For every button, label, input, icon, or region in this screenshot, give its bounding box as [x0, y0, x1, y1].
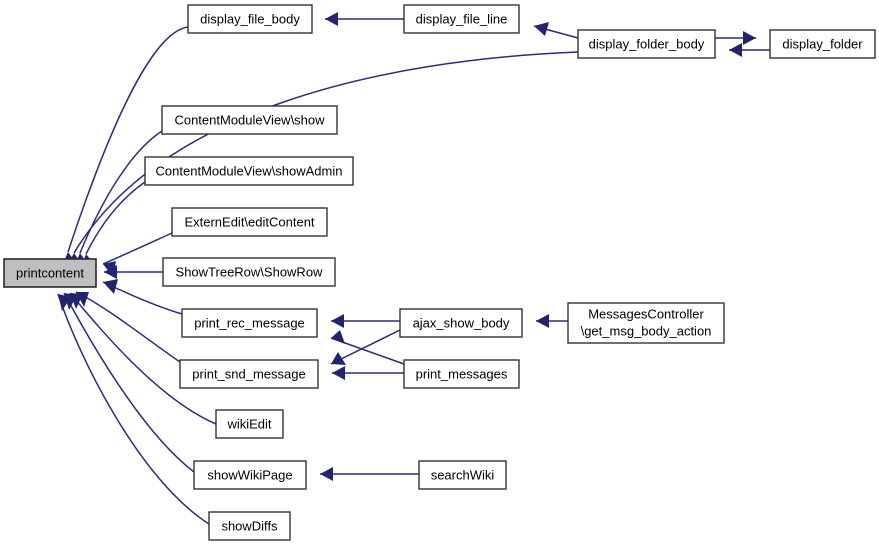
node-printcontent[interactable]: printcontent — [3, 258, 97, 288]
edge-searchwiki-to-showwikipage — [320, 467, 419, 481]
node-box[interactable] — [208, 511, 291, 541]
node-print_snd_message[interactable]: print_snd_message — [179, 359, 319, 389]
edge-print_snd_message-to-printcontent — [75, 291, 181, 363]
node-messagescontroller[interactable]: MessagesController\get_msg_body_action — [567, 302, 725, 344]
node-box[interactable] — [161, 105, 338, 135]
node-box[interactable] — [577, 29, 716, 59]
node-box[interactable] — [181, 308, 318, 338]
edge-display_file_line-to-display_file_body — [325, 12, 404, 26]
edge-display_folder_body-to-display_file_line — [533, 22, 579, 39]
node-box[interactable] — [399, 308, 523, 338]
edge-line — [102, 232, 173, 265]
arrowhead-icon — [58, 294, 71, 311]
edge-line — [67, 26, 189, 253]
arrowhead-icon — [331, 352, 346, 365]
node-box[interactable] — [403, 4, 520, 34]
arrowhead-icon — [331, 314, 344, 328]
node-searchwiki[interactable]: searchWiki — [418, 460, 507, 490]
edge-display_file_body-to-printcontent — [61, 26, 189, 268]
edge-line — [85, 181, 146, 255]
edge-line — [79, 130, 163, 254]
node-showwikipage[interactable]: showWikiPage — [193, 460, 307, 490]
node-display_folder[interactable]: display_folder — [769, 29, 876, 59]
node-display_file_line[interactable]: display_file_line — [403, 4, 520, 34]
node-showdiffs[interactable]: showDiffs — [208, 511, 291, 541]
edge-messagescontroller-to-ajax_show_body — [536, 314, 568, 328]
edge-display_folder-to-display_folder_body — [729, 43, 770, 57]
edge-showwikipage-to-printcontent — [63, 292, 195, 473]
edge-print_messages-to-print_rec_message — [330, 330, 405, 365]
edge-print_rec_message-to-printcontent — [102, 279, 183, 315]
node-cmv_show[interactable]: ContentModuleView\show — [161, 105, 338, 135]
edge-ajax_show_body-to-print_rec_message — [331, 314, 400, 328]
node-wikiedit[interactable]: wikiEdit — [215, 409, 284, 439]
arrowhead-icon — [534, 22, 549, 36]
node-showtreerow[interactable]: ShowTreeRow\ShowRow — [162, 257, 336, 287]
edge-line — [75, 291, 181, 363]
node-box[interactable] — [3, 258, 97, 288]
edge-ajax_show_body-to-print_snd_message — [330, 329, 401, 365]
node-box[interactable] — [171, 207, 328, 237]
node-display_file_body[interactable]: display_file_body — [187, 4, 313, 34]
node-box[interactable] — [418, 460, 507, 490]
edge-line — [330, 329, 401, 365]
arrowhead-icon — [729, 43, 742, 57]
node-box[interactable] — [193, 460, 307, 490]
edge-showdiffs-to-printcontent — [57, 293, 210, 525]
edge-print_messages-to-print_snd_message — [332, 366, 404, 380]
arrowhead-icon — [320, 467, 333, 481]
node-ajax_show_body[interactable]: ajax_show_body — [399, 308, 523, 338]
arrowhead-icon — [332, 366, 345, 380]
arrowhead-icon — [104, 265, 117, 279]
node-box[interactable] — [144, 156, 354, 186]
node-display_folder_body[interactable]: display_folder_body — [577, 29, 716, 59]
arrowhead-icon — [331, 330, 345, 344]
edge-line — [69, 292, 217, 425]
node-box[interactable] — [403, 359, 520, 389]
edge-showtreerow-to-printcontent — [104, 265, 163, 279]
node-box[interactable] — [162, 257, 336, 287]
arrowhead-icon — [536, 314, 549, 328]
node-box[interactable] — [179, 359, 319, 389]
edge-display_folder_body-to-display_folder — [715, 31, 756, 45]
arrowhead-icon — [743, 31, 756, 45]
node-box[interactable] — [567, 302, 725, 344]
node-box[interactable] — [215, 409, 284, 439]
edge-cmv_showadmin-to-printcontent — [80, 181, 146, 270]
edge-line — [73, 51, 579, 254]
node-print_rec_message[interactable]: print_rec_message — [181, 308, 318, 338]
arrowhead-icon — [325, 12, 338, 26]
node-print_messages[interactable]: print_messages — [403, 359, 520, 389]
edge-line — [57, 293, 210, 525]
node-box[interactable] — [769, 29, 876, 59]
edge-line — [63, 292, 195, 473]
arrowhead-icon — [103, 279, 118, 294]
node-box[interactable] — [187, 4, 313, 34]
node-cmv_showadmin[interactable]: ContentModuleView\showAdmin — [144, 156, 354, 186]
node-externedit[interactable]: ExternEdit\editContent — [171, 207, 328, 237]
